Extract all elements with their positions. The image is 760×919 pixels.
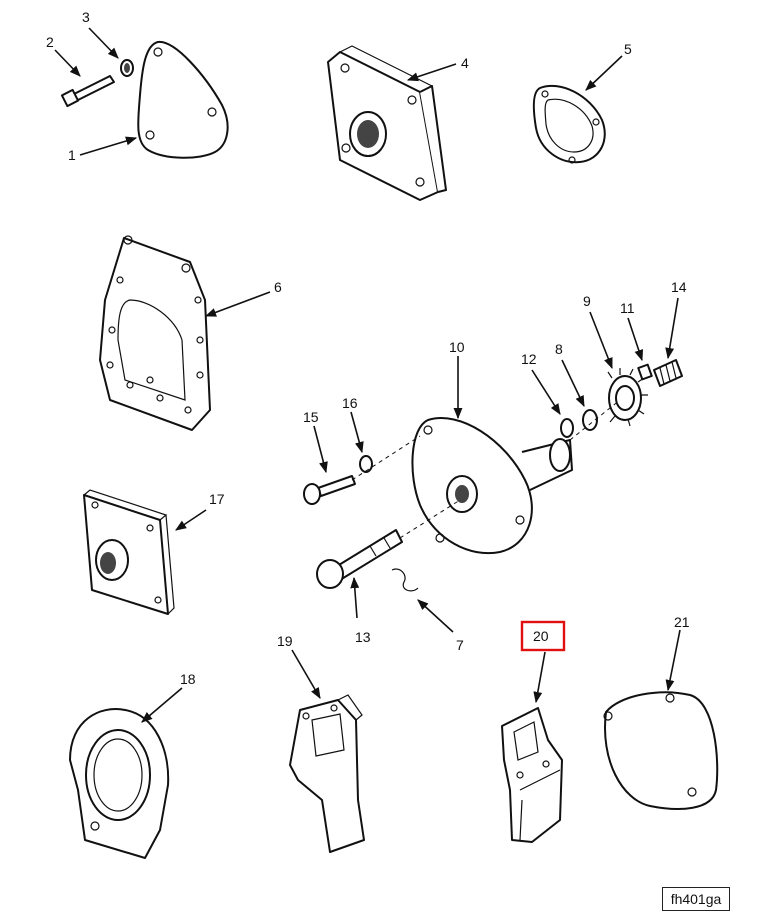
callout-labels: 1 2 3 4 5 6 7 8 9 10 11 12 13 14 15 16 1… [46, 9, 690, 687]
part-4-housing [327, 45, 447, 201]
part-3-washer [120, 59, 134, 77]
part-16-washer [359, 455, 373, 473]
part-18-adapter [69, 708, 170, 859]
leader-lines [54, 27, 681, 723]
callout-21: 21 [674, 614, 690, 630]
callout-7: 7 [456, 637, 464, 653]
callout-6: 6 [274, 279, 282, 295]
callout-5: 5 [624, 41, 632, 57]
part-10-pump-cover [411, 417, 573, 555]
highlight-box [520, 620, 566, 652]
callout-15: 15 [303, 409, 319, 425]
callout-13: 13 [355, 629, 371, 645]
callout-11: 11 [620, 300, 635, 316]
part-7-clip [391, 568, 419, 592]
callout-2: 2 [46, 34, 54, 50]
part-8-snap-ring [582, 409, 598, 431]
part-13-shaft [316, 529, 403, 589]
callout-9: 9 [583, 293, 591, 309]
part-9-gear [607, 368, 648, 427]
callout-20: 20 [533, 628, 549, 644]
part-17-plate [83, 489, 175, 615]
part-15-bolt [303, 475, 356, 505]
part-14-spring [653, 359, 683, 387]
part-12-o-ring [560, 418, 574, 438]
callout-17: 17 [209, 491, 225, 507]
callout-3: 3 [82, 9, 90, 25]
part-5-gasket [532, 84, 606, 164]
part-2-bolt [60, 75, 115, 108]
part-6-gasket [99, 235, 211, 431]
figure-reference-label: fh401ga [662, 887, 730, 911]
part-19-bracket [289, 694, 365, 853]
callout-8: 8 [555, 341, 563, 357]
part-21-cover [603, 691, 719, 810]
callout-12: 12 [521, 351, 537, 367]
alignment-lines [351, 399, 621, 539]
callout-19: 19 [277, 633, 293, 649]
part-11-pin [637, 363, 653, 381]
part-1-cover-plate [137, 40, 229, 159]
part-20-bracket [501, 707, 563, 843]
callout-14: 14 [671, 279, 687, 295]
callout-1: 1 [68, 147, 76, 163]
callout-16: 16 [342, 395, 358, 411]
callout-18: 18 [180, 671, 196, 687]
callout-10: 10 [449, 339, 465, 355]
callout-4: 4 [461, 55, 469, 71]
